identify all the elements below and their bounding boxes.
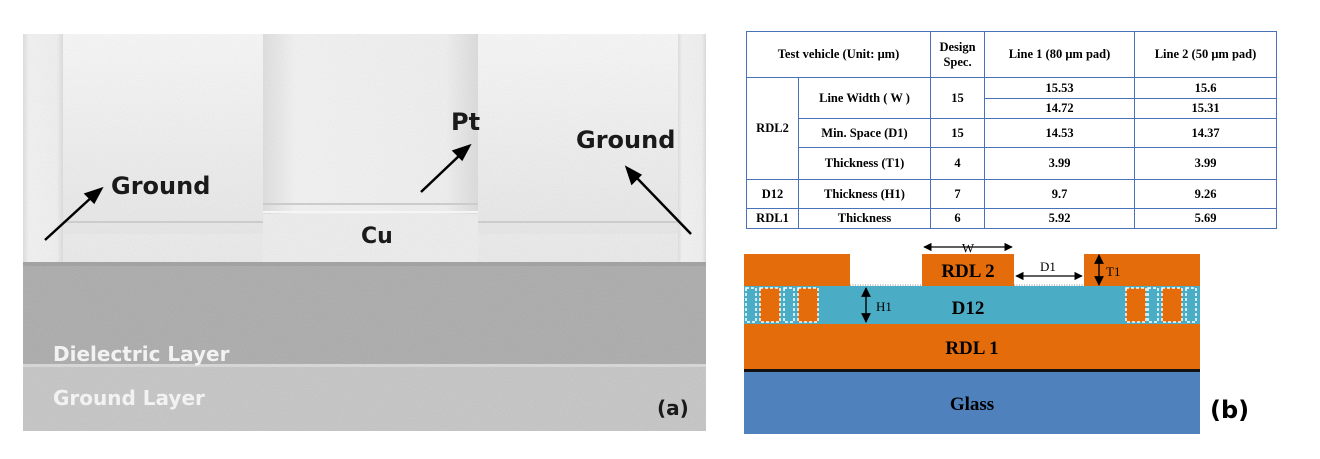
measurement-table: Test vehicle (Unit: μm) Design Spec. Lin… bbox=[746, 31, 1277, 229]
spec-thickness-rdl1: 6 bbox=[930, 208, 985, 229]
line1-thickness-rdl1: 5.92 bbox=[984, 208, 1135, 229]
label-rdl1: RDL 1 bbox=[945, 338, 998, 359]
sem-micrograph: Ground Pt Ground Cu Dielectric Layer Gro… bbox=[23, 34, 706, 431]
label-h1: H1 bbox=[876, 299, 892, 314]
line2-min-space: 14.37 bbox=[1134, 118, 1277, 148]
line1-min-space: 14.53 bbox=[984, 118, 1135, 148]
label-ground-layer: Ground Layer bbox=[53, 386, 205, 410]
rdl2-line-center bbox=[922, 254, 1014, 286]
table-row: Min. Space (D1) 15 14.53 14.37 bbox=[747, 118, 1277, 148]
label-w: W bbox=[962, 241, 975, 256]
table-row: Thickness (T1) 4 3.99 3.99 bbox=[747, 147, 1277, 180]
table-row: RDL1 Thickness 6 5.92 5.69 bbox=[746, 208, 1277, 229]
label-t1: T1 bbox=[1106, 264, 1120, 279]
panel-b-tag: (b) bbox=[1210, 396, 1250, 424]
param-thickness-t1: Thickness (T1) bbox=[798, 147, 931, 180]
d12-layer bbox=[744, 286, 1200, 324]
label-d1: D1 bbox=[1040, 259, 1056, 274]
line1-width-a: 15.53 bbox=[984, 77, 1135, 99]
label-dielectric-layer: Dielectric Layer bbox=[53, 342, 230, 366]
label-cu: Cu bbox=[361, 224, 393, 249]
param-min-space: Min. Space (D1) bbox=[798, 118, 931, 148]
spec-thickness-h1: 7 bbox=[930, 179, 985, 209]
table-row: D12 Thickness (H1) 7 9.7 9.26 bbox=[746, 179, 1277, 209]
line1-thickness-h1: 9.7 bbox=[984, 179, 1135, 209]
cross-section-diagram: W RDL 2 D1 T1 H1 D12 RDL 1 Glass bbox=[744, 241, 1200, 434]
table-header-row: Test vehicle (Unit: μm) Design Spec. Lin… bbox=[746, 31, 1277, 78]
line2-thickness-rdl1: 5.69 bbox=[1134, 208, 1277, 229]
panel-a-tag: (a) bbox=[657, 396, 689, 420]
line2-width-a: 15.6 bbox=[1134, 77, 1277, 99]
via-columns bbox=[745, 287, 1197, 323]
group-d12: D12 bbox=[746, 179, 799, 209]
label-ground-left: Ground bbox=[111, 172, 211, 200]
param-thickness-h1: Thickness (H1) bbox=[798, 179, 931, 209]
header-design-spec: Design Spec. bbox=[930, 31, 985, 78]
arrow-ground-right bbox=[634, 175, 692, 235]
table-row: 14.72 15.31 bbox=[747, 98, 1277, 119]
label-pt: Pt bbox=[451, 108, 481, 136]
arrow-pt bbox=[420, 153, 462, 193]
group-rdl1: RDL1 bbox=[746, 208, 799, 229]
label-rdl2: RDL 2 bbox=[941, 261, 994, 282]
spec-thickness-t1: 4 bbox=[930, 147, 985, 180]
line1-width-b: 14.72 bbox=[984, 98, 1135, 119]
header-line2: Line 2 (50 μm pad) bbox=[1134, 31, 1277, 78]
param-line-width: Line Width ( W ) bbox=[798, 77, 931, 119]
line2-width-b: 15.31 bbox=[1134, 98, 1277, 119]
line1-thickness-t1: 3.99 bbox=[984, 147, 1135, 180]
line2-thickness-h1: 9.26 bbox=[1134, 179, 1277, 209]
label-glass: Glass bbox=[950, 394, 994, 415]
header-test-vehicle: Test vehicle (Unit: μm) bbox=[746, 31, 931, 78]
glass-layer bbox=[744, 372, 1200, 434]
arrow-ground-left bbox=[44, 195, 94, 241]
label-d12: D12 bbox=[952, 298, 985, 319]
label-ground-right: Ground bbox=[576, 126, 676, 154]
rdl2-line-right bbox=[1084, 254, 1200, 286]
group-rdl2: RDL2 bbox=[746, 77, 799, 180]
table-row: RDL2 Line Width ( W ) 15 15.53 15.6 bbox=[746, 77, 1277, 180]
rdl1-layer bbox=[744, 324, 1200, 369]
header-line1: Line 1 (80 μm pad) bbox=[984, 31, 1135, 78]
spec-min-space: 15 bbox=[930, 118, 985, 148]
sem-image bbox=[23, 34, 706, 431]
annotation-arrows bbox=[44, 143, 692, 241]
spec-line-width: 15 bbox=[930, 77, 985, 119]
param-thickness-rdl1: Thickness bbox=[798, 208, 931, 229]
rdl2-line-left bbox=[744, 254, 850, 286]
line2-thickness-t1: 3.99 bbox=[1134, 147, 1277, 180]
